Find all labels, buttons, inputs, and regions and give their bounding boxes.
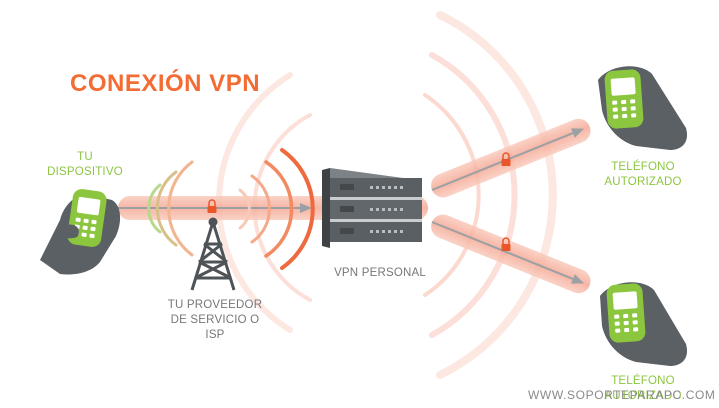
phone-top-label-line: TELÉFONO [611, 161, 675, 173]
device-label-line: DISPOSITIVO [47, 166, 123, 178]
vpn-label: VPN PERSONAL [334, 267, 426, 279]
phone-top-label-line: AUTORIZADO [604, 176, 682, 188]
device-label: TU DISPOSITIVO [40, 150, 130, 180]
phone-in-hand-icon [40, 189, 121, 275]
phone-in-hand-icon [598, 66, 688, 150]
phone-in-hand-icon [600, 282, 688, 366]
isp-label-line: TU PROVEEDOR [167, 299, 263, 311]
padlock-icon [501, 237, 511, 251]
diagram-title: CONEXIÓN VPN [70, 70, 261, 97]
phone-bottom-label-line: TELÉFONO [611, 375, 675, 387]
padlock-icon [501, 152, 511, 166]
watermark: WWW.SOPORTEPARAPC.COM [528, 388, 716, 402]
vpn-tunnel-upper [431, 118, 591, 198]
device-label-line: TU [77, 151, 93, 163]
cell-tower-icon [190, 217, 236, 291]
signal-wave-icon [147, 148, 315, 270]
isp-label-line: ISP [205, 329, 225, 341]
padlock-icon [207, 199, 217, 213]
phone-top-label: TELÉFONO AUTORIZADO [588, 160, 698, 190]
phone-bottom-label: TELÉFONO AUTORIZADO [588, 374, 698, 404]
isp-label-line: DE SERVICIO O [170, 314, 260, 326]
isp-label: TU PROVEEDOR DE SERVICIO O ISP [150, 298, 280, 343]
server-rack-icon [322, 168, 422, 248]
phone-bottom-label-line: AUTORIZADO [604, 390, 682, 402]
